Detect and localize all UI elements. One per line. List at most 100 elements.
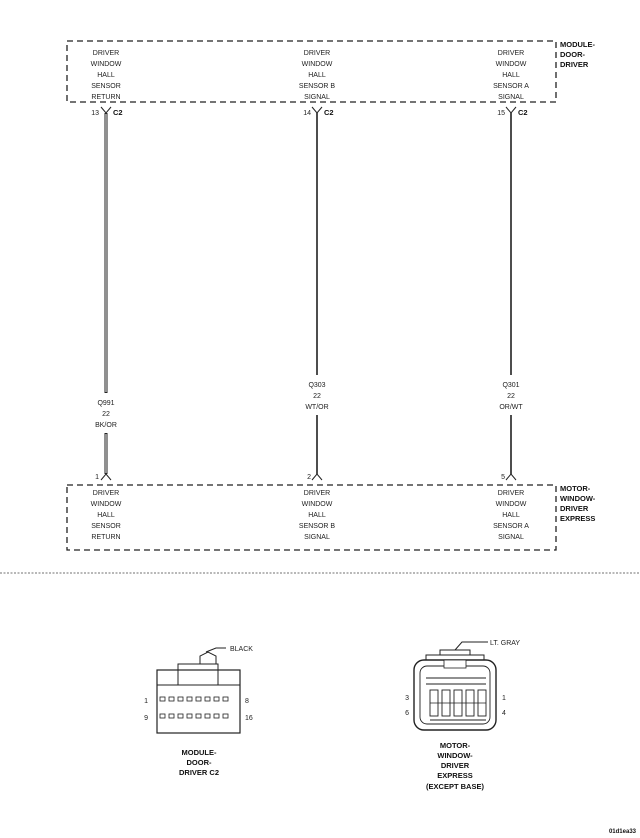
function-label: HALL bbox=[502, 72, 520, 79]
function-label: SIGNAL bbox=[304, 94, 330, 101]
wire-color: BK/OR bbox=[95, 422, 117, 429]
module-door-driver-box bbox=[66, 40, 557, 103]
motor-window-driver-express-name: MOTOR- WINDOW- DRIVER EXPRESS bbox=[560, 484, 596, 523]
function-label: HALL bbox=[97, 512, 115, 519]
caption-line: DOOR- bbox=[187, 758, 213, 767]
terminal-symbol bbox=[100, 473, 112, 481]
function-label: HALL bbox=[502, 512, 520, 519]
wire-circuit: Q303 bbox=[308, 382, 325, 389]
pin-number: 1 bbox=[95, 474, 99, 481]
pin-row-top bbox=[159, 696, 229, 702]
terminal-symbol bbox=[311, 473, 323, 481]
connector-name: C2 bbox=[518, 108, 528, 117]
wire-gauge: 22 bbox=[102, 411, 110, 418]
connector-view-motor-window-driver-express: LT. GRAY 3 1 6 4 MOTOR- WINDOW- DRIVER E… bbox=[405, 640, 520, 791]
caption-line: WINDOW- bbox=[437, 751, 473, 760]
function-label: HALL bbox=[308, 512, 326, 519]
caption-line: EXPRESS bbox=[437, 771, 472, 780]
connector-caption: MODULE- DOOR- DRIVER C2 bbox=[179, 748, 219, 777]
function-label: DRIVER bbox=[93, 50, 119, 57]
wire-labels: Q991 22 BK/OR Q303 22 WT/OR Q301 22 OR/W… bbox=[95, 382, 523, 429]
pin-number: 14 bbox=[303, 110, 311, 117]
terminal-cavities bbox=[429, 689, 487, 717]
wire-color: WT/OR bbox=[305, 404, 328, 411]
module-connector-pins: 13 C2 14 C2 15 C2 bbox=[91, 108, 527, 117]
function-label: DRIVER bbox=[498, 490, 524, 497]
pin-label: 16 bbox=[245, 715, 253, 722]
function-label: SENSOR B bbox=[299, 83, 336, 90]
pin-label: 8 bbox=[245, 698, 249, 705]
motor-name-line: DRIVER bbox=[560, 504, 589, 513]
pin-number: 15 bbox=[497, 110, 505, 117]
module-name-line: MODULE- bbox=[560, 40, 595, 49]
function-label: WINDOW bbox=[302, 61, 333, 68]
function-label: DRIVER bbox=[498, 50, 524, 57]
terminal-symbol bbox=[311, 106, 323, 114]
caption-line: DRIVER bbox=[441, 761, 470, 770]
connector-color-label: BLACK bbox=[230, 646, 253, 653]
wire-circuit: Q991 bbox=[97, 400, 114, 407]
caption-line: MOTOR- bbox=[440, 741, 471, 750]
motor-pin-functions: DRIVER WINDOW HALL SENSOR RETURN DRIVER … bbox=[91, 490, 530, 541]
function-label: HALL bbox=[308, 72, 326, 79]
connector-name: C2 bbox=[113, 108, 123, 117]
terminal-symbol bbox=[100, 106, 112, 114]
connector-name: C2 bbox=[324, 108, 334, 117]
motor-window-driver-express-box bbox=[66, 484, 557, 551]
figure-id: 01d1ea33 bbox=[609, 829, 637, 835]
connector-view-module-door-driver-c2: BLACK 1 8 9 16 MODULE- DOOR- DRIVER C2 bbox=[144, 646, 253, 777]
function-label: DRIVER bbox=[304, 490, 330, 497]
function-label: DRIVER bbox=[304, 50, 330, 57]
motor-connector-pins: 1 2 5 bbox=[95, 474, 505, 481]
module-door-driver-name: MODULE- DOOR- DRIVER bbox=[560, 40, 595, 69]
caption-line: (EXCEPT BASE) bbox=[426, 782, 484, 791]
connector-color-label: LT. GRAY bbox=[490, 640, 520, 647]
connector-caption: MOTOR- WINDOW- DRIVER EXPRESS (EXCEPT BA… bbox=[426, 741, 484, 791]
wire-gauge: 22 bbox=[313, 393, 321, 400]
module-name-line: DOOR- bbox=[560, 50, 586, 59]
pin-number: 5 bbox=[501, 474, 505, 481]
wire-color: OR/WT bbox=[499, 404, 523, 411]
function-label: WINDOW bbox=[91, 501, 122, 508]
pin-label: 1 bbox=[502, 695, 506, 702]
pin-label: 1 bbox=[144, 698, 148, 705]
pin-label: 9 bbox=[144, 715, 148, 722]
wire-circuit: Q301 bbox=[502, 382, 519, 389]
function-label: DRIVER bbox=[93, 490, 119, 497]
color-leader bbox=[205, 647, 226, 653]
caption-line: DRIVER C2 bbox=[179, 768, 219, 777]
color-leader bbox=[454, 641, 488, 651]
module-name-line: DRIVER bbox=[560, 60, 589, 69]
wire-gauge: 22 bbox=[507, 393, 515, 400]
function-label: RETURN bbox=[91, 94, 120, 101]
pin-row-bottom bbox=[159, 713, 229, 719]
function-label: WINDOW bbox=[496, 61, 527, 68]
pin-label: 3 bbox=[405, 695, 409, 702]
function-label: SENSOR B bbox=[299, 523, 336, 530]
terminal-symbol bbox=[505, 106, 517, 114]
caption-line: MODULE- bbox=[182, 748, 217, 757]
pin-number: 2 bbox=[307, 474, 311, 481]
motor-name-line: MOTOR- bbox=[560, 484, 591, 493]
connector-body bbox=[156, 669, 241, 734]
motor-name-line: EXPRESS bbox=[560, 514, 595, 523]
connector-latch bbox=[425, 654, 485, 660]
function-label: WINDOW bbox=[496, 501, 527, 508]
function-label: WINDOW bbox=[302, 501, 333, 508]
connector-latch bbox=[177, 663, 219, 685]
pin-label: 6 bbox=[405, 710, 409, 717]
function-label: WINDOW bbox=[91, 61, 122, 68]
function-label: SENSOR bbox=[91, 83, 121, 90]
function-label: SENSOR A bbox=[493, 83, 529, 90]
terminal-symbol bbox=[505, 473, 517, 481]
function-label: SIGNAL bbox=[304, 534, 330, 541]
pin-number: 13 bbox=[91, 110, 99, 117]
function-label: RETURN bbox=[91, 534, 120, 541]
module-pin-functions: DRIVER WINDOW HALL SENSOR RETURN DRIVER … bbox=[91, 50, 530, 101]
function-label: SENSOR bbox=[91, 523, 121, 530]
motor-name-line: WINDOW- bbox=[560, 494, 596, 503]
function-label: SENSOR A bbox=[493, 523, 529, 530]
pin-label: 4 bbox=[502, 710, 506, 717]
function-label: HALL bbox=[97, 72, 115, 79]
